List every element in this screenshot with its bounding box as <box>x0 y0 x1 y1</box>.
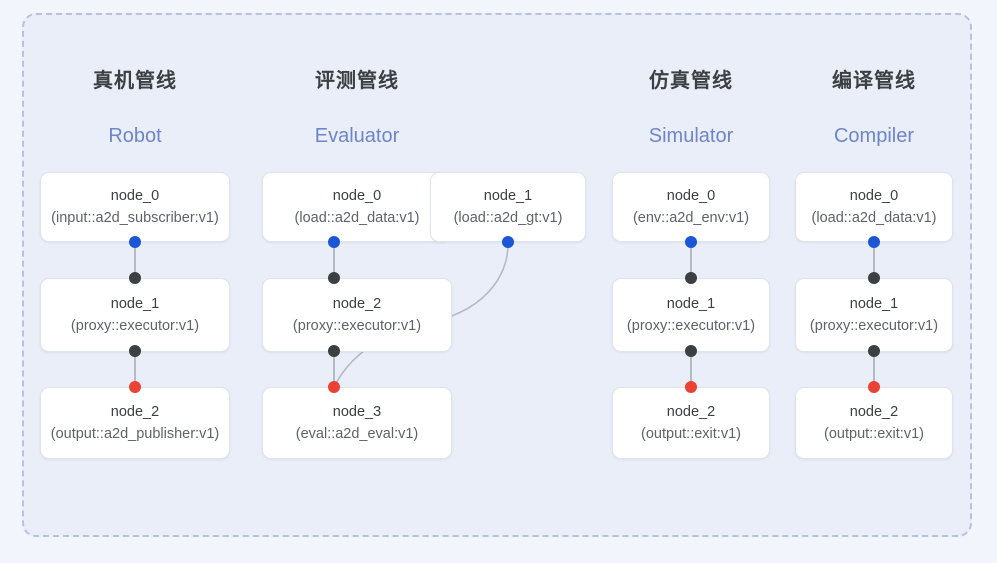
connector-line <box>134 351 136 387</box>
node-name: node_2 <box>110 404 160 420</box>
connector-dot-blue[interactable] <box>328 236 340 248</box>
connector-dot-black[interactable] <box>685 272 697 284</box>
connector-line <box>333 242 335 278</box>
connector-dot-red[interactable] <box>129 381 141 393</box>
column-title-evaluator: 评测管线 <box>315 70 399 92</box>
node-name: node_0 <box>110 188 160 204</box>
node-type: (load::a2d_gt:v1) <box>453 210 563 226</box>
node-name: node_2 <box>332 296 382 312</box>
connector-dot-red[interactable] <box>685 381 697 393</box>
node-box[interactable]: node_2(output::exit:v1) <box>612 387 770 459</box>
connector-line <box>690 351 692 387</box>
node-box[interactable]: node_3(eval::a2d_eval:v1) <box>262 387 452 459</box>
node-type: (eval::a2d_eval:v1) <box>295 426 419 442</box>
node-type: (env::a2d_env:v1) <box>632 210 750 226</box>
pipeline-column-evaluator-gt: node_1(load::a2d_gt:v1) <box>430 0 586 563</box>
node-name: node_3 <box>332 404 382 420</box>
connector-dot-black[interactable] <box>685 345 697 357</box>
node-name: node_1 <box>849 296 899 312</box>
node-type: (proxy::executor:v1) <box>292 318 422 334</box>
column-subtitle-evaluator: Evaluator <box>314 125 400 147</box>
connector-dot-black[interactable] <box>328 272 340 284</box>
node-box[interactable]: node_2(output::exit:v1) <box>795 387 953 459</box>
node-type: (proxy::executor:v1) <box>809 318 939 334</box>
node-type: (load::a2d_data:v1) <box>811 210 937 226</box>
connector-line <box>873 351 875 387</box>
node-type: (output::exit:v1) <box>824 426 924 442</box>
column-title-simulator: 仿真管线 <box>649 70 733 92</box>
node-name: node_0 <box>666 188 716 204</box>
connector-dot-black[interactable] <box>868 272 880 284</box>
node-box[interactable]: node_0(input::a2d_subscriber:v1) <box>40 172 230 242</box>
node-box[interactable]: node_1(proxy::executor:v1) <box>612 278 770 352</box>
connector-dot-blue[interactable] <box>502 236 514 248</box>
node-name: node_2 <box>849 404 899 420</box>
column-subtitle-robot: Robot <box>108 125 162 147</box>
connector-dot-red[interactable] <box>328 381 340 393</box>
connector-dot-black[interactable] <box>129 345 141 357</box>
node-type: (input::a2d_subscriber:v1) <box>51 210 219 226</box>
connector-line <box>690 242 692 278</box>
node-box[interactable]: node_2(proxy::executor:v1) <box>262 278 452 352</box>
column-title-robot: 真机管线 <box>93 70 177 92</box>
node-type: (proxy::executor:v1) <box>70 318 200 334</box>
node-box[interactable]: node_1(proxy::executor:v1) <box>40 278 230 352</box>
connector-dot-red[interactable] <box>868 381 880 393</box>
connector-dot-blue[interactable] <box>129 236 141 248</box>
node-name: node_0 <box>332 188 382 204</box>
connector-dot-blue[interactable] <box>685 236 697 248</box>
connector-line <box>873 242 875 278</box>
connector-line <box>134 242 136 278</box>
node-box[interactable]: node_0(load::a2d_data:v1) <box>262 172 452 242</box>
node-box[interactable]: node_1(load::a2d_gt:v1) <box>430 172 586 242</box>
connector-dot-blue[interactable] <box>868 236 880 248</box>
connector-line <box>333 351 335 387</box>
node-type: (output::a2d_publisher:v1) <box>50 426 220 442</box>
node-type: (load::a2d_data:v1) <box>294 210 420 226</box>
connector-dot-black[interactable] <box>868 345 880 357</box>
connector-dot-black[interactable] <box>328 345 340 357</box>
connector-dot-black[interactable] <box>129 272 141 284</box>
node-name: node_1 <box>483 188 533 204</box>
node-type: (output::exit:v1) <box>641 426 741 442</box>
node-name: node_1 <box>110 296 160 312</box>
node-box[interactable]: node_1(proxy::executor:v1) <box>795 278 953 352</box>
node-box[interactable]: node_0(load::a2d_data:v1) <box>795 172 953 242</box>
node-box[interactable]: node_2(output::a2d_publisher:v1) <box>40 387 230 459</box>
node-name: node_1 <box>666 296 716 312</box>
node-name: node_2 <box>666 404 716 420</box>
node-type: (proxy::executor:v1) <box>626 318 756 334</box>
node-name: node_0 <box>849 188 899 204</box>
column-subtitle-compiler: Compiler <box>833 125 915 147</box>
column-title-compiler: 编译管线 <box>832 70 916 92</box>
column-subtitle-simulator: Simulator <box>648 125 734 147</box>
node-box[interactable]: node_0(env::a2d_env:v1) <box>612 172 770 242</box>
